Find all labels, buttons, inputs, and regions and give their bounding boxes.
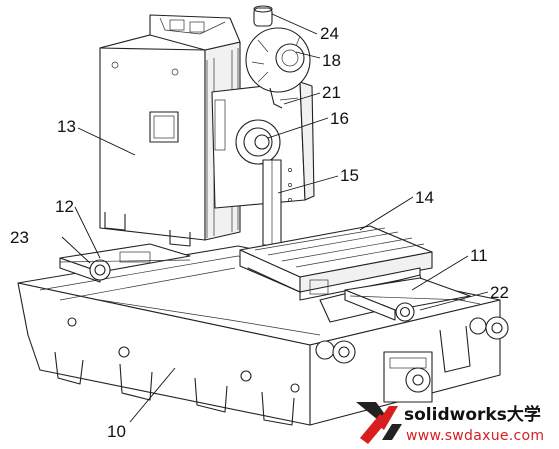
- callout-21: 21: [322, 83, 341, 102]
- watermark-brand: solidworks大学: [404, 404, 541, 425]
- callout-10: 10: [107, 422, 126, 441]
- leader-lines: [61, 13, 489, 423]
- tool-magazine: [245, 5, 311, 109]
- y-axis-drive-left: [59, 243, 191, 283]
- callout-12: 12: [55, 197, 74, 216]
- watermark: solidworks大学 www.swdaxue.com: [356, 402, 544, 444]
- handwheels: [315, 316, 509, 403]
- callout-23: 23: [10, 228, 29, 247]
- callout-14: 14: [415, 188, 434, 207]
- swdaxue-logo: [356, 402, 402, 444]
- spindle-head: [211, 81, 315, 209]
- callout-15: 15: [340, 166, 359, 185]
- callout-24: 24: [320, 24, 339, 43]
- callout-labels: 24 18 21 16 13 15 14 12 23 11 22 10: [10, 24, 509, 441]
- watermark-url: www.swdaxue.com: [406, 428, 544, 444]
- callout-22: 22: [490, 283, 509, 302]
- x-axis-drive-right: [344, 277, 471, 322]
- callout-11: 11: [470, 246, 488, 265]
- callout-13: 13: [57, 117, 76, 136]
- callout-16: 16: [330, 109, 349, 128]
- callout-18: 18: [322, 51, 341, 70]
